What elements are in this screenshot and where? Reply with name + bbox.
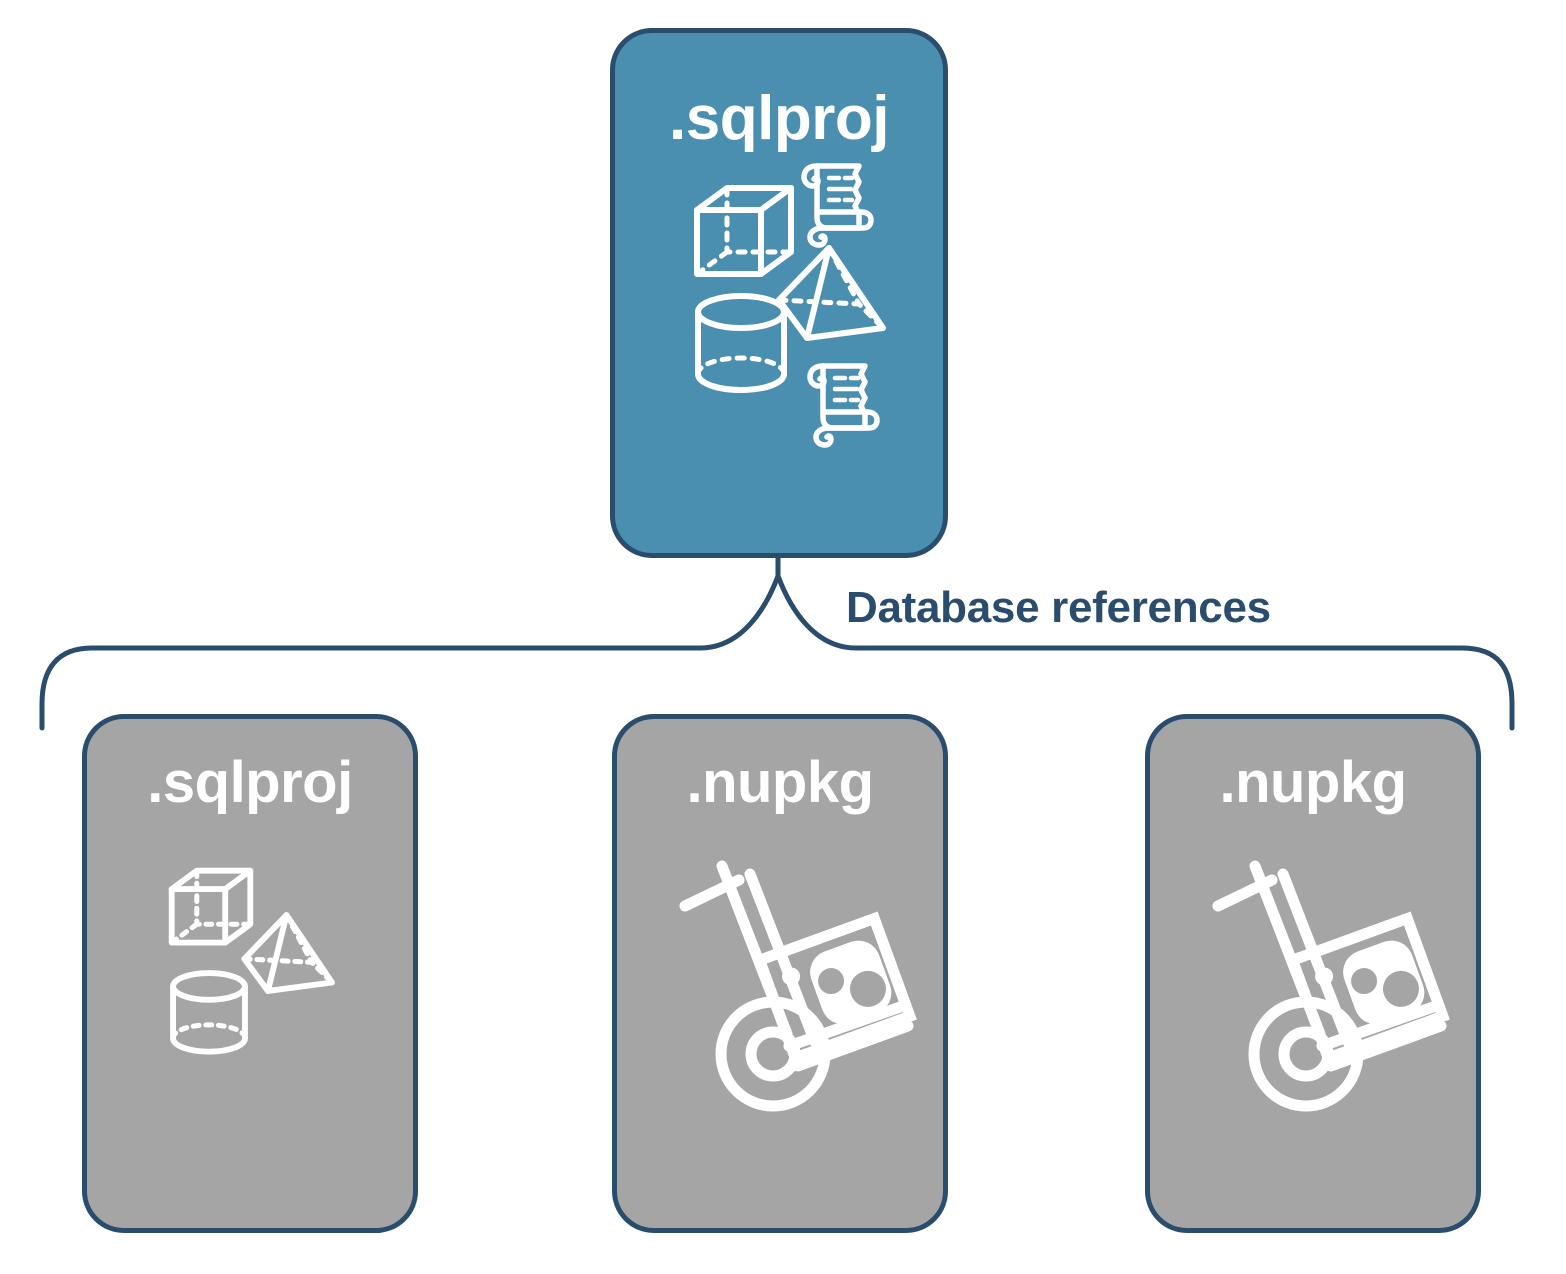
node-child-1-label: .nupkg <box>686 750 874 815</box>
node-child-nupkg-2[interactable]: .nupkg <box>1145 714 1481 1233</box>
cylinder-wireframe-icon <box>170 970 248 1055</box>
scroll-script-icon <box>801 163 874 248</box>
node-child-0-label: .sqlproj <box>147 750 353 815</box>
node-root-sqlproj[interactable]: .sqlproj <box>610 28 948 558</box>
scroll-script-icon <box>807 363 880 448</box>
pyramid-wireframe-icon <box>776 245 886 341</box>
bracket-left-wing <box>39 573 781 731</box>
cube-wireframe-icon <box>168 867 254 946</box>
node-child-2-label: .nupkg <box>1219 750 1407 815</box>
hand-truck-package-icon <box>1212 860 1450 1112</box>
pyramid-wireframe-icon <box>241 912 335 994</box>
child-1-icon-area <box>617 816 943 1228</box>
child-0-icon-area <box>87 816 413 1228</box>
cylinder-wireframe-icon <box>695 293 787 393</box>
node-root-label: .sqlproj <box>669 84 889 153</box>
root-icon-area <box>615 154 943 553</box>
node-child-sqlproj[interactable]: .sqlproj <box>82 714 418 1233</box>
cube-wireframe-icon <box>694 185 794 277</box>
node-child-nupkg-1[interactable]: .nupkg <box>612 714 948 1233</box>
child-2-icon-area <box>1150 816 1476 1228</box>
edge-label-database-references: Database references <box>846 583 1271 632</box>
hand-truck-package-icon <box>679 860 917 1112</box>
